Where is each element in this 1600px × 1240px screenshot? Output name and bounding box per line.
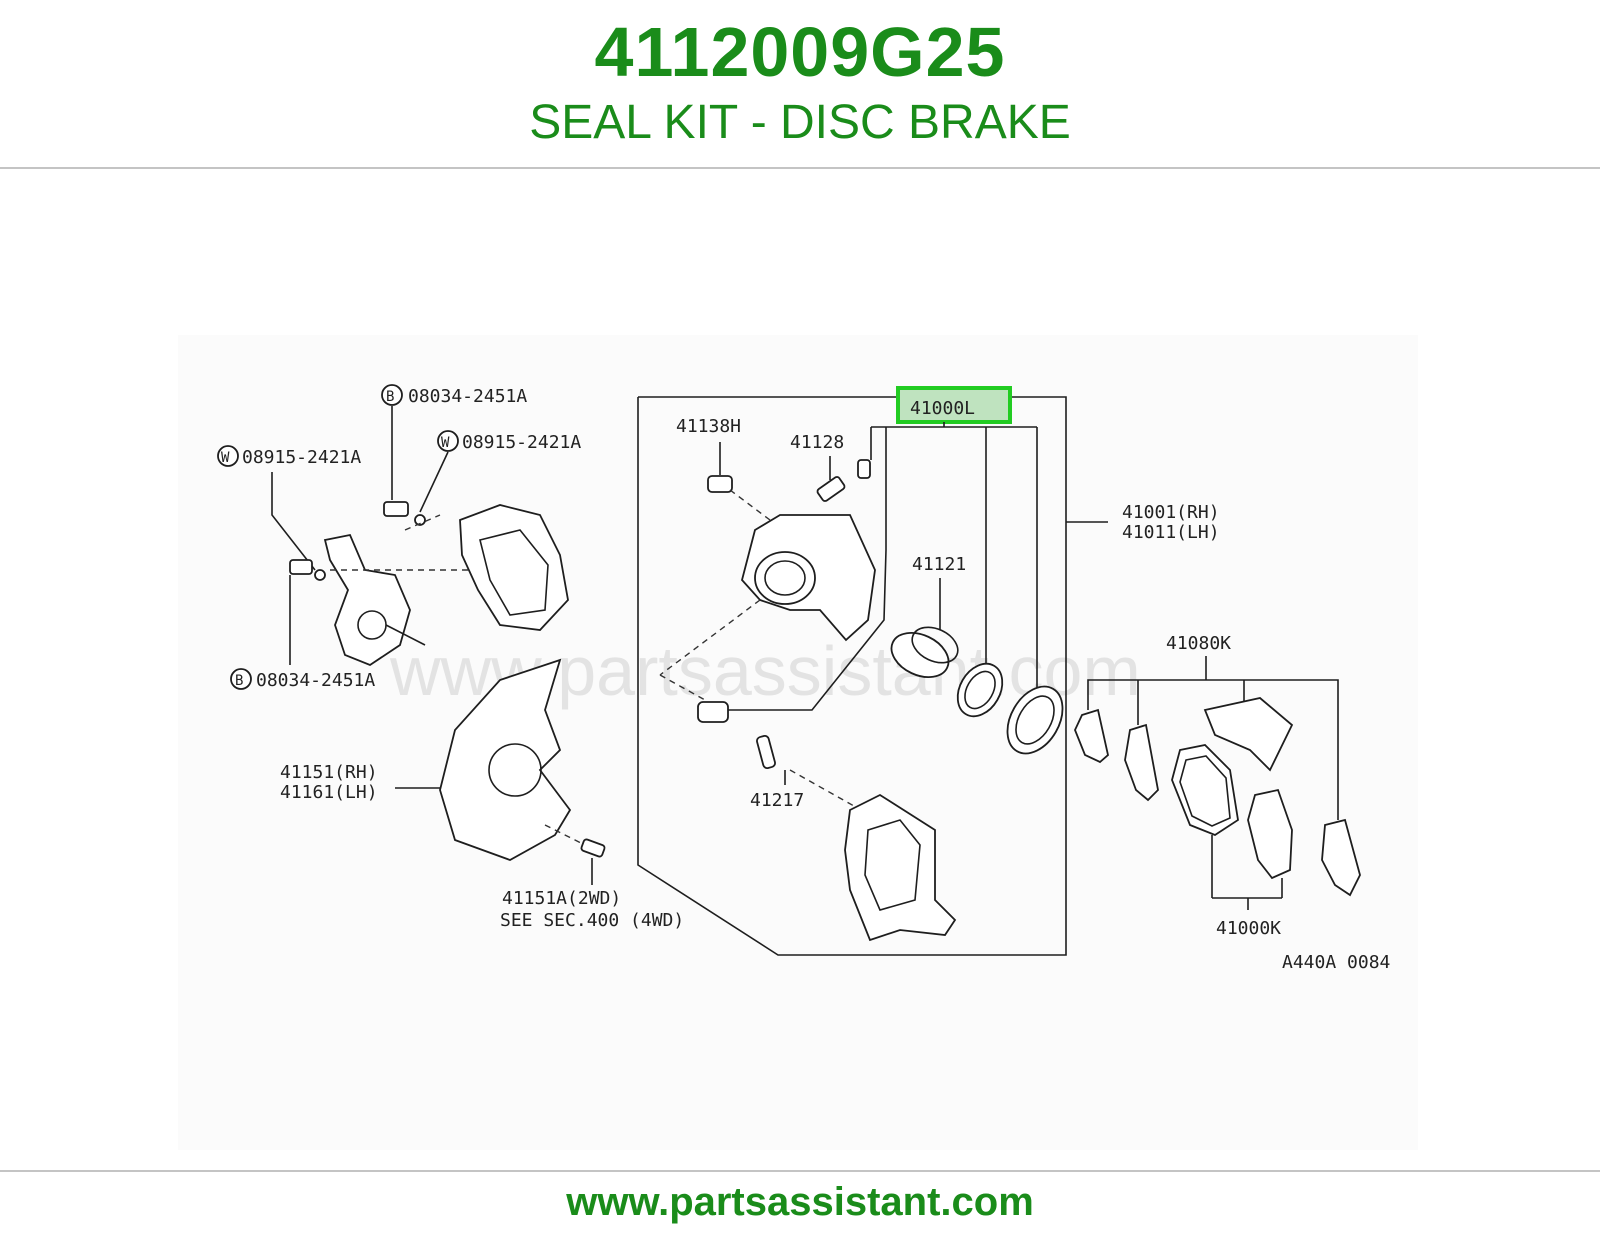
label-41128: 41128 xyxy=(790,432,844,453)
label-see-sec: SEE SEC.400 (4WD) xyxy=(500,910,684,931)
piston-rim xyxy=(911,626,959,664)
caliper-bore xyxy=(754,551,816,605)
label-08915-left: 08915-2421A xyxy=(242,447,361,468)
bracket-41080k xyxy=(1087,679,1339,820)
bolt-top xyxy=(383,501,409,517)
slide-pin-41217 xyxy=(756,734,776,770)
highlight-41000l[interactable] xyxy=(896,386,1012,424)
footer-website-link[interactable]: www.partsassistant.com xyxy=(566,1180,1034,1224)
parts-diagram: www.partsassistant.com 41000L 41138H 411… xyxy=(178,335,1418,1150)
label-41011: 41011(LH) xyxy=(1122,522,1220,543)
w-circle-right xyxy=(437,430,459,452)
label-08034-bottom: 08034-2451A xyxy=(256,670,375,691)
label-08034-top: 08034-2451A xyxy=(408,386,527,407)
piston-seal-inner xyxy=(964,670,996,710)
caliper-bore-inner xyxy=(764,560,806,596)
part-name-subtitle: SEAL KIT - DISC BRAKE xyxy=(529,96,1071,149)
dust-boot-inner xyxy=(1015,695,1055,745)
b-circle-top-letter: B xyxy=(386,389,394,405)
diagram-code: A440A 0084 xyxy=(1282,952,1390,973)
label-41138h: 41138H xyxy=(676,416,741,437)
header-divider xyxy=(0,167,1600,169)
dust-boot xyxy=(1006,685,1064,755)
label-08915-right: 08915-2421A xyxy=(462,432,581,453)
leader-08915-left xyxy=(271,472,316,571)
bleeder-cap xyxy=(857,459,871,479)
leader-08915-right xyxy=(419,451,449,513)
brake-pad-2 xyxy=(1247,788,1293,880)
shim-3 xyxy=(1321,818,1361,897)
bolt-41138h xyxy=(707,475,733,493)
installed-caliper xyxy=(459,504,569,631)
bolt-41151a xyxy=(580,838,606,858)
dash-pin-bracket xyxy=(789,769,871,816)
steering-knuckle xyxy=(323,533,411,667)
washer-left xyxy=(314,569,326,581)
caliper-bracket-inner xyxy=(864,819,921,911)
label-41161: 41161(LH) xyxy=(280,782,378,803)
shim-2 xyxy=(1124,723,1159,802)
part-number-title: 4112009G25 xyxy=(594,13,1006,91)
dash-bolt-caliper xyxy=(729,489,771,521)
page-header: 4112009G25 SEAL KIT - DISC BRAKE xyxy=(0,0,1600,168)
leader-to-bushing xyxy=(728,427,887,711)
dash-bushing xyxy=(659,674,706,701)
label-41217: 41217 xyxy=(750,790,804,811)
bolt-left xyxy=(289,559,313,575)
diagram-background xyxy=(178,335,1418,1150)
knuckle-spindle xyxy=(385,624,426,646)
label-41001: 41001(RH) xyxy=(1122,502,1220,523)
washer-right xyxy=(414,514,426,526)
footer-divider xyxy=(0,1170,1600,1172)
dash-41151a xyxy=(544,824,586,846)
brake-pad-1-lining xyxy=(1179,755,1231,827)
caliper-bracket xyxy=(844,793,957,942)
bleeder-41128 xyxy=(816,476,846,502)
label-41151a: 41151A(2WD) xyxy=(502,888,621,909)
label-41121: 41121 xyxy=(912,554,966,575)
label-41080k: 41080K xyxy=(1166,633,1231,654)
b-circle-bottom-letter: B xyxy=(235,673,243,689)
label-41151: 41151(RH) xyxy=(280,762,378,783)
label-41000l[interactable]: 41000L xyxy=(910,398,975,419)
splash-shield-hole xyxy=(488,743,542,797)
b-circle-top xyxy=(381,384,403,406)
dash-caliper-bushing xyxy=(659,599,761,676)
bushing xyxy=(697,701,729,723)
w-circle-left-letter: W xyxy=(221,450,230,466)
shim-1 xyxy=(1074,708,1109,764)
w-circle-left xyxy=(217,445,239,467)
label-41000k: 41000K xyxy=(1216,918,1281,939)
piston-seal-ring xyxy=(956,662,1004,718)
brake-pad-1 xyxy=(1171,744,1239,837)
splash-shield xyxy=(439,658,572,861)
b-circle-bottom xyxy=(230,668,252,690)
pad-clip xyxy=(1203,697,1294,772)
w-circle-right-letter: W xyxy=(441,435,450,451)
installed-caliper-inner xyxy=(479,529,549,616)
